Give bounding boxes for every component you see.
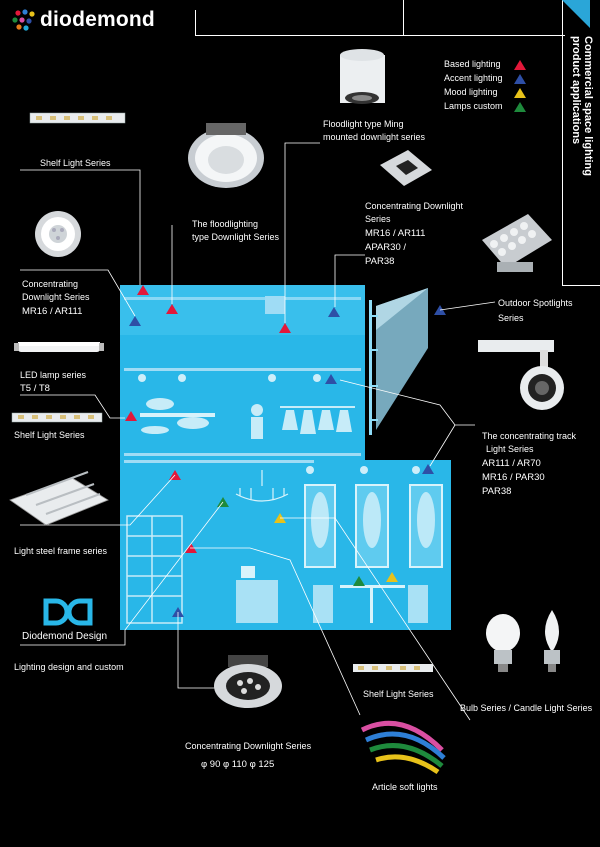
legend-mood-label: Mood lighting: [444, 87, 498, 97]
label-track-5: PAR38: [482, 486, 512, 497]
legend-based-marker: [514, 60, 526, 70]
outdoor-light-beam: [376, 288, 428, 430]
design-logo-icon: [43, 598, 93, 626]
label-conc-down-l-1: Concentrating: [22, 279, 79, 289]
floodlight-downlight-image: [188, 123, 264, 188]
soft-light-strip-image: [360, 720, 446, 775]
label-conc-bottom: Concentrating Downlight Series: [185, 741, 312, 751]
label-conc-down-l-2: Downlight Series: [22, 292, 90, 302]
label-sizes: φ 90 φ 110 φ 125: [201, 759, 275, 770]
label-article: Article soft lights: [372, 782, 438, 792]
label-conc-down-r-2: Series: [365, 214, 391, 224]
label-track-1: The concentrating track: [482, 431, 577, 441]
label-shelf-mid: Shelf Light Series: [14, 430, 85, 440]
label-led-lamp-2: T5 / T8: [20, 383, 50, 394]
side-title-corner: [562, 0, 590, 28]
label-shelf-top: Shelf Light Series: [40, 158, 111, 168]
legend-accent-label: Accent lighting: [444, 73, 503, 83]
legend-mood-marker: [514, 88, 526, 98]
shelf-light-bottom-image: [353, 664, 433, 672]
label-led-lamp-1: LED lamp series: [20, 370, 87, 380]
conc-downlight-bottom-image: [214, 655, 282, 708]
legend-custom-label: Lamps custom: [444, 101, 503, 111]
leader-lines: [20, 142, 496, 721]
label-design-custom: Lighting design and custom: [14, 662, 124, 672]
outdoor-spotlight-image: [482, 214, 552, 272]
label-floodlight-ming-1: Floodlight type Ming: [323, 119, 404, 129]
header-rule: [195, 10, 196, 35]
track-spotlight-image: [478, 340, 564, 410]
floodlight-ming-image: [340, 49, 385, 104]
label-track-2: Light Series: [486, 444, 534, 454]
label-conc-down-l-3: MR16 / AR111: [22, 306, 83, 317]
header-rule: [195, 35, 565, 36]
bulb-image: [486, 614, 520, 672]
label-shelf-bottom: Shelf Light Series: [363, 689, 434, 699]
header-rule: [403, 0, 404, 35]
label-conc-down-r-4: APAR30 /: [365, 242, 407, 253]
store-lower-block: [120, 460, 451, 630]
candle-bulb-image: [544, 610, 560, 672]
brand-logo: diodemond: [10, 8, 190, 34]
label-track-3: AR111 / AR70: [482, 458, 541, 469]
label-steel-frame: Light steel frame series: [14, 546, 108, 556]
label-conc-down-r-3: MR16 / AR111: [365, 228, 426, 239]
label-outdoor-2: Series: [498, 313, 524, 323]
label-floodlight-ming-2: mounted downlight series: [323, 132, 426, 142]
shelf-light-top-image: [29, 112, 126, 124]
label-design-brand: Diodemond Design: [22, 631, 108, 642]
conc-downlight-left-image: [35, 211, 81, 257]
side-title-panel: [562, 0, 600, 286]
shelf-light-mid-image: [11, 412, 103, 423]
steel-frame-image: [9, 471, 109, 526]
label-flood-downlight-2: type Downlight Series: [192, 232, 280, 242]
logo-dots-icon: [12, 9, 35, 31]
label-bulb: Bulb Series / Candle Light Series: [460, 703, 593, 713]
label-conc-down-r-5: PAR38: [365, 256, 395, 267]
legend-based-label: Based lighting: [444, 59, 501, 69]
label-outdoor-1: Outdoor Spotlights: [498, 298, 573, 308]
legend-custom-marker: [514, 102, 526, 112]
led-tube-image: [14, 342, 104, 352]
brand-name: diodemond: [40, 8, 155, 31]
legend-accent-marker: [514, 74, 526, 84]
label-conc-down-r-1: Concentrating Downlight: [365, 201, 464, 211]
label-track-4: MR16 / PAR30: [482, 472, 545, 483]
square-downlight-image: [380, 150, 432, 186]
label-flood-downlight-1: The floodlighting: [192, 219, 259, 229]
legend: Based lighting Accent lighting Mood ligh…: [444, 58, 544, 118]
